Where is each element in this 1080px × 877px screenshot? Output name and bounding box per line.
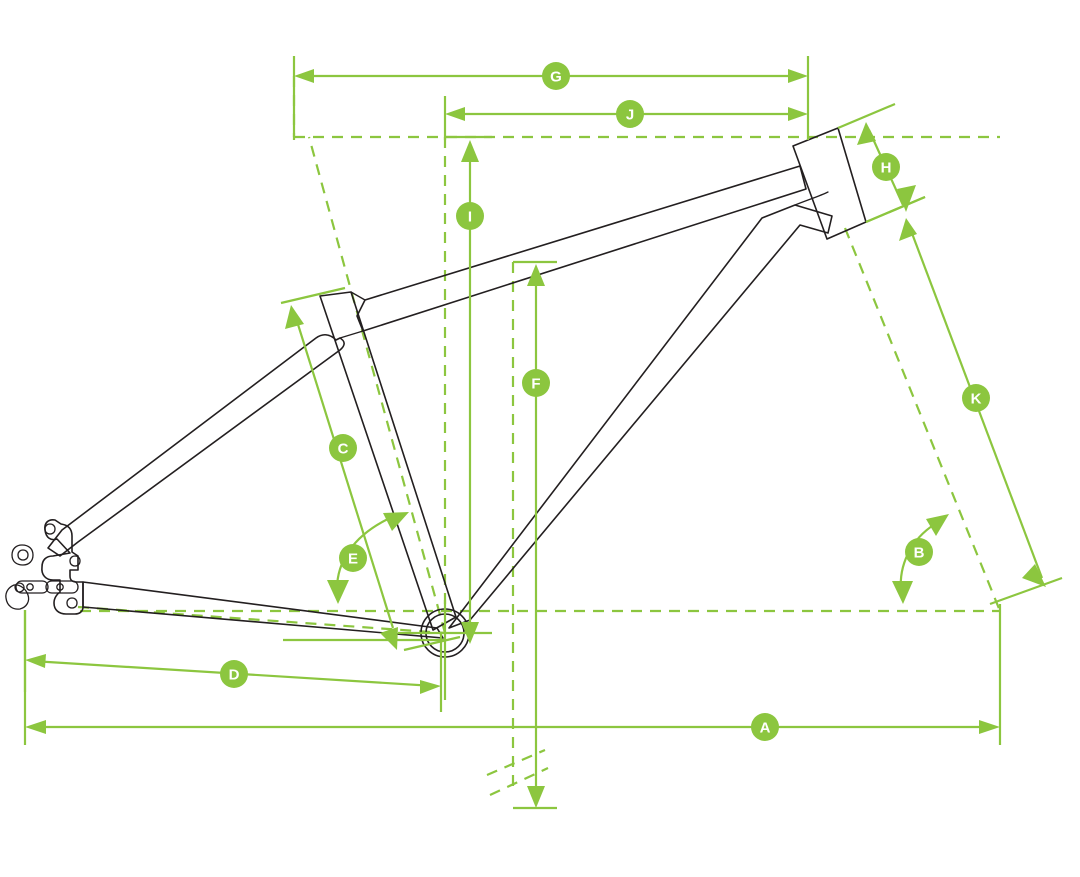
brake-mount-slot-right (45, 580, 79, 594)
seat-stay (47, 334, 345, 557)
construction-lines (77, 76, 1002, 796)
bicycle-frame-outline (5, 127, 867, 658)
f-arrowhead-bottom (527, 786, 545, 808)
h-label-text: H (881, 160, 892, 177)
dropout-hole-upper (17, 549, 29, 561)
g-label-text: G (550, 69, 562, 86)
dimension-c: C (280, 286, 461, 652)
dropout-pivot-lower (5, 584, 30, 610)
d-arrowhead-left (25, 654, 46, 668)
dimension-h: H (837, 102, 926, 224)
dimension-a: A (23, 604, 1002, 745)
h-arrowhead-bottom (897, 185, 916, 212)
rear-dropout-assembly (5, 519, 84, 615)
d-arrowhead-right (420, 680, 441, 694)
k-extension-bottom (989, 576, 1063, 606)
k-arrowhead-top (899, 218, 917, 241)
b-label-text: B (914, 545, 925, 562)
k-extension-top (865, 195, 926, 224)
d-label-text: D (229, 667, 240, 684)
k-arrowhead-bottom (1022, 564, 1046, 587)
c-label-badge (329, 434, 357, 462)
k-label-text: K (971, 391, 982, 408)
c-dimension-line (294, 317, 395, 629)
e-label-text: E (348, 551, 358, 568)
a-label-text: A (760, 720, 771, 737)
dimension-k: K (865, 195, 1063, 606)
a-arrowhead-right (979, 720, 1000, 734)
auxiliary-ticks (283, 600, 492, 700)
down-tube-head-taper (794, 191, 829, 206)
dropout-hole-axle (66, 597, 78, 609)
j-label-badge (616, 100, 644, 128)
h-extension-top (837, 102, 896, 130)
down-tube (448, 204, 833, 629)
dimension-b: B (892, 514, 949, 604)
dimension-g: G (292, 56, 810, 140)
dimension-i: I (445, 135, 492, 644)
f-label-text: F (531, 376, 540, 393)
dropout-hole-mid (69, 555, 81, 567)
c-arrowhead-bottom (380, 627, 398, 650)
dimension-d: D (23, 610, 443, 712)
g-arrowhead-right (788, 69, 808, 83)
i-label-badge (456, 202, 484, 230)
i-label-text: I (468, 209, 472, 226)
b-arrowhead-upper (926, 514, 949, 536)
c-extension-top (280, 286, 346, 305)
dimension-e: E (327, 512, 409, 604)
h-label-badge (872, 153, 900, 181)
i-arrowhead-top (461, 140, 479, 162)
dropout-hole-top (44, 523, 56, 535)
c-extension-bottom (403, 635, 461, 652)
dropout-pivot-upper (11, 544, 34, 566)
h-arrowhead-top (857, 122, 876, 145)
b-label-badge (905, 538, 933, 566)
c-label-text: C (338, 441, 349, 458)
dimension-j: J (443, 96, 808, 140)
head-tube-axis-extension-line (843, 227, 1002, 612)
dimension-f: F (513, 260, 557, 810)
d-label-badge (220, 660, 248, 688)
a-label-badge (751, 713, 779, 741)
j-arrowhead-left (445, 107, 465, 121)
g-arrowhead-left (294, 69, 314, 83)
e-label-badge (339, 544, 367, 572)
brake-slot-hole-left (26, 583, 34, 591)
c-arrowhead-top (285, 305, 304, 329)
seatpost-stub-line-upper (486, 748, 546, 777)
k-label-badge (962, 384, 990, 412)
dropout-body (41, 519, 84, 615)
e-arrowhead-lower (327, 580, 349, 604)
f-label-badge (522, 369, 550, 397)
g-label-badge (542, 62, 570, 90)
f-arrowhead-top (527, 264, 545, 286)
seatpost-stub-line-lower (489, 767, 549, 796)
seat-tube-junction (339, 291, 366, 339)
j-label-text: J (626, 107, 634, 124)
brake-slot-hole-right (56, 583, 64, 591)
b-arrowhead-lower (892, 581, 913, 604)
j-arrowhead-right (788, 107, 808, 121)
a-arrowhead-left (25, 720, 46, 734)
seat-tube-axis-extension-line (307, 136, 447, 634)
e-arrowhead-upper (383, 512, 409, 531)
